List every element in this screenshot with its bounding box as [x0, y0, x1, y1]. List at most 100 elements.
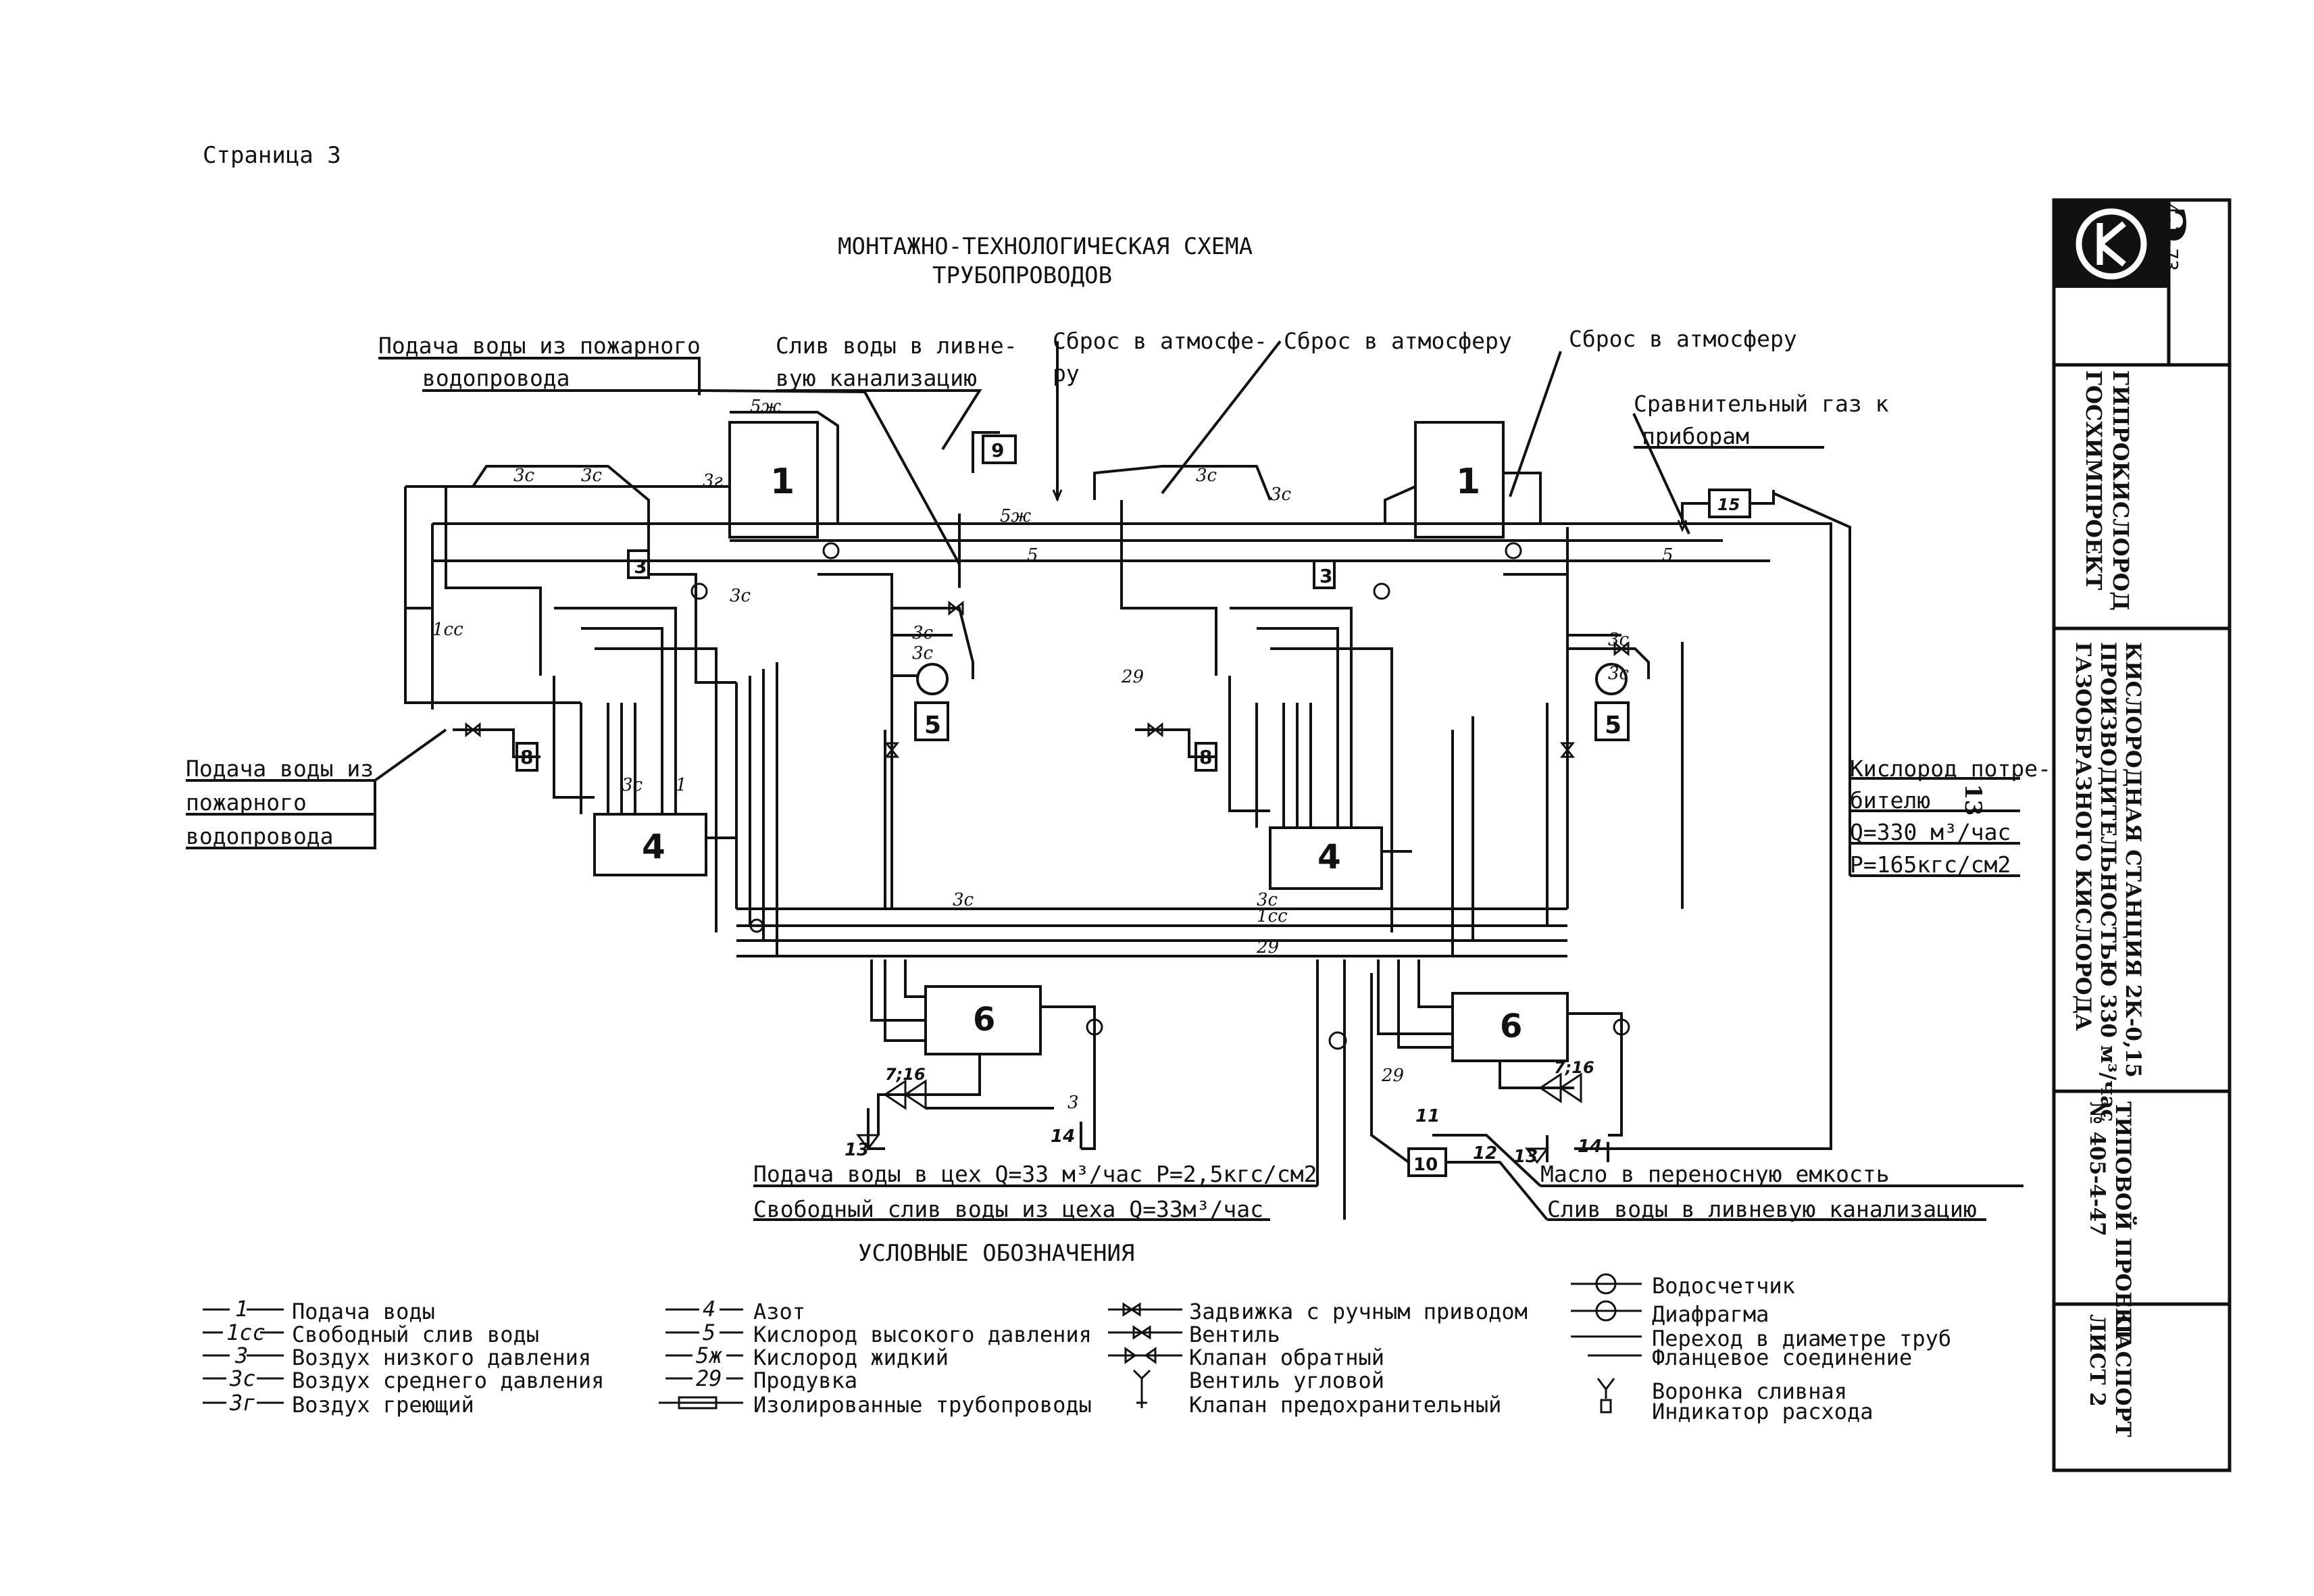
water-meter-icon [1328, 1031, 1347, 1050]
equipment-label: 13 [1513, 1147, 1538, 1167]
pipe-3c [553, 676, 595, 799]
valve-icon [1559, 742, 1576, 758]
leader-line [378, 357, 701, 395]
legend-code: 3 [235, 1343, 249, 1368]
equipment-unit5-left-top [916, 663, 949, 695]
pipe-ref-gas [1750, 490, 1775, 505]
equipment-label: 11 [1415, 1106, 1440, 1126]
diaphragm-icon [1373, 582, 1390, 600]
callout-fire-water-left-3: водопровода [186, 823, 334, 849]
stamp-frame [2052, 198, 2232, 1472]
equipment-label: 7;16 [1554, 1058, 1594, 1077]
pipe-code: 3с [1196, 466, 1217, 486]
pipe-code: 3с [581, 466, 603, 486]
equipment-label: 15 [1717, 495, 1740, 514]
pipe-3c [1228, 676, 1270, 812]
equipment-label: 13 [845, 1140, 869, 1160]
diaphragm-icon [822, 542, 840, 559]
valve-icon [1147, 722, 1163, 738]
legend-item: Переход в диаметре труб [1652, 1326, 1952, 1351]
equipment-unit1-right [1414, 421, 1505, 539]
pipe-4 [1257, 627, 1339, 828]
water-meter-icon [1595, 1273, 1617, 1295]
pipe-4 [554, 607, 677, 814]
pipe-code: 3с [953, 890, 974, 910]
callout-water-supply-shop: Подача воды в цех Q=33 м³/час P=2,5кгс/с… [753, 1161, 1317, 1187]
legend-item: Подача воды [292, 1299, 435, 1324]
angle-valve-icon [1132, 1369, 1151, 1395]
stamp-logo-icon [2054, 200, 2169, 288]
pipe-fire-water-left [374, 728, 447, 782]
equipment-label: 6 [973, 1001, 995, 1039]
pipe-oil [1432, 1134, 1542, 1187]
callout-free-drain-shop: Свободный слив воды из цеха Q=33м³/час [753, 1196, 1263, 1222]
pipe-code: 3с [622, 775, 643, 795]
pipe-5zh [730, 411, 839, 524]
equipment-unit5-right-top [1595, 663, 1628, 695]
pipe-29 [1417, 959, 1453, 1008]
pipe-code: 5ж [750, 397, 782, 417]
legend-item: Воздух низкого давления [292, 1345, 592, 1370]
legend-item: Воздух греющий [292, 1392, 474, 1418]
pipe-code: 3 [1067, 1093, 1079, 1113]
funnel-icon [856, 1134, 880, 1151]
legend-item: Азот [753, 1299, 806, 1324]
valve-icon [465, 722, 481, 738]
flow-indicator-icon [1600, 1399, 1612, 1414]
equipment-unit4-right [1269, 826, 1383, 890]
pipe-1 [1377, 959, 1453, 1035]
valve-icon [1613, 641, 1630, 657]
legend-title: УСЛОВНЫЕ ОБОЗНАЧЕНИЯ [858, 1240, 1135, 1267]
equipment-label: 3 [1319, 565, 1332, 587]
equipment-label: 6 [1500, 1007, 1522, 1045]
pipe-3c [818, 573, 974, 679]
pipe-1cc [884, 959, 926, 1042]
pipe-5zh [1384, 485, 1416, 524]
diaphragm-icon [1613, 1018, 1630, 1036]
callout-ref-gas-2: приборам [1642, 423, 1749, 449]
unit716-right-icon [1538, 1072, 1582, 1103]
pipe-code: 3с [1608, 664, 1630, 684]
pipe-code: 3г [703, 471, 723, 491]
diaphragm-icon [690, 582, 708, 600]
legend-code: 4 [703, 1296, 716, 1322]
leader-line [1161, 340, 1282, 495]
leader-line [1509, 351, 1562, 497]
legend-item: Индикатор расхода [1652, 1399, 1873, 1424]
equipment-label: 4 [1317, 837, 1341, 876]
callout-drain-storm-1: Слив воды в ливне- [776, 332, 1017, 359]
pipe-3 [877, 1054, 981, 1135]
equipment-unit6-right [1451, 992, 1569, 1062]
callout-vent-atm-right: Сброс в атмосферу [1569, 326, 1797, 352]
pipe-unit13-left [867, 1108, 885, 1150]
pipe-oxygen-out [1574, 522, 1832, 1150]
legend-code: 1сс [226, 1320, 266, 1345]
safety-valve-icon [1136, 1395, 1147, 1408]
valve-icon [884, 742, 900, 758]
pipe-3c [1503, 573, 1650, 679]
pipe-3c [445, 487, 542, 676]
callout-vent-atm-split-1: Сброс в атмосфе- [1053, 328, 1267, 354]
pipe-29-oil [1370, 973, 1410, 1164]
pipe-code: 29 [1121, 667, 1144, 687]
equipment-unit1-left [728, 421, 819, 539]
callout-drain-storm-2: вую канализацию [776, 365, 978, 391]
pipe-3c [1093, 465, 1272, 501]
pipe-4 [1230, 607, 1353, 828]
pipe-5zh [972, 431, 1000, 473]
pipe-29 [595, 647, 718, 932]
equipment-label: 5 [924, 712, 941, 739]
diaphragm-icon [1086, 1018, 1103, 1036]
equipment-unit5-right [1594, 701, 1630, 741]
equipment-label: 12 [1473, 1143, 1497, 1164]
legend-item: Свободный слив воды [292, 1322, 540, 1347]
pipe-code: 3с [1270, 484, 1292, 505]
leader-line [422, 389, 961, 565]
pipe-1 [870, 959, 926, 1022]
legend-code: 3г [230, 1390, 256, 1416]
gate-valve-icon [1122, 1302, 1141, 1317]
callout-fire-water-top-1: Подача воды из пожарного [378, 332, 701, 359]
legend-item: Вентиль угловой [1189, 1368, 1384, 1393]
pipe-code: 5 [1662, 545, 1674, 566]
